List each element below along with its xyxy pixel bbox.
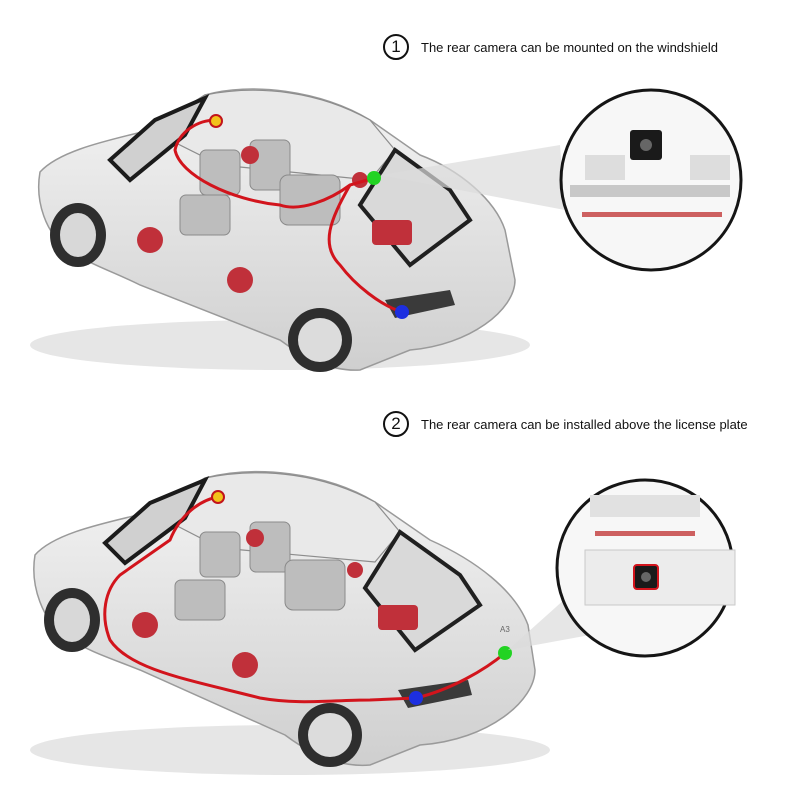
step-text: The rear camera can be mounted on the wi… [421,39,719,55]
camera-wire [173,118,403,314]
car-illustration-1 [30,88,743,372]
camera-wire [103,495,506,704]
power-connection-marker [395,305,409,319]
windshield [102,476,210,566]
step-number-badge: 2 [383,411,409,437]
rear-camera-marker [367,171,381,185]
power-connection-marker [409,691,423,705]
wheels [50,203,352,372]
zoom-detail-windshield [559,88,743,272]
step-caption-1: 1 The rear camera can be mounted on the … [383,34,718,60]
windshield [107,93,210,183]
wheels [44,588,362,767]
rear-camera-marker [498,646,512,660]
zoom-detail-license-plate [555,478,736,658]
callout-beam [380,145,565,210]
step-caption-2: 2 The rear camera can be installed above… [383,411,748,437]
front-camera-marker [211,490,225,504]
car-model-badge: A3 [500,625,510,634]
step-text: The rear camera can be installed above t… [421,416,748,432]
speakers [137,146,412,293]
interior [179,139,341,236]
car-illustration-2: A3 [30,471,736,775]
step-number-badge: 1 [383,34,409,60]
speakers [132,529,418,678]
front-camera-marker [209,114,223,128]
diagram-windshield-mount: 1 The rear camera can be mounted on the … [30,34,743,372]
diagram-license-plate-mount: A3 2 The rear camera can be installed ab… [0,400,800,800]
